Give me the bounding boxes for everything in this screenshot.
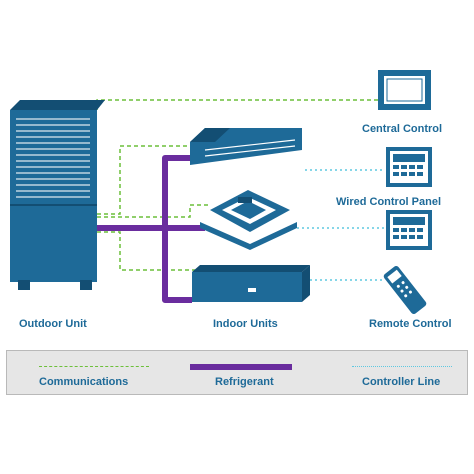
remote-control-icon [383, 265, 427, 315]
wall-unit [192, 265, 310, 302]
controller-line-legend-label: Controller Line [362, 376, 441, 388]
cassette-unit [200, 190, 297, 250]
refrigerant-legend-label: Refrigerant [215, 376, 274, 388]
remote-control-label: Remote Control [369, 318, 452, 330]
refrigerant-lines [97, 155, 205, 303]
legend: Communications Refrigerant Controller Li… [6, 350, 468, 395]
wired-control-panel-icon [386, 147, 432, 250]
controller-lines [297, 169, 385, 281]
ceiling-unit [190, 128, 302, 165]
outdoor-unit [10, 100, 105, 290]
outdoor-unit-label: Outdoor Unit [19, 318, 87, 330]
indoor-units-label: Indoor Units [213, 318, 278, 330]
wired-control-panel-label: Wired Control Panel [336, 196, 442, 208]
central-control-icon [378, 70, 431, 110]
central-control-label: Central Control [362, 123, 443, 135]
communications-legend-label: Communications [39, 376, 129, 388]
communications-legend-line [39, 366, 149, 367]
controller-line-legend-line [352, 366, 452, 367]
refrigerant-legend-line [190, 364, 292, 370]
